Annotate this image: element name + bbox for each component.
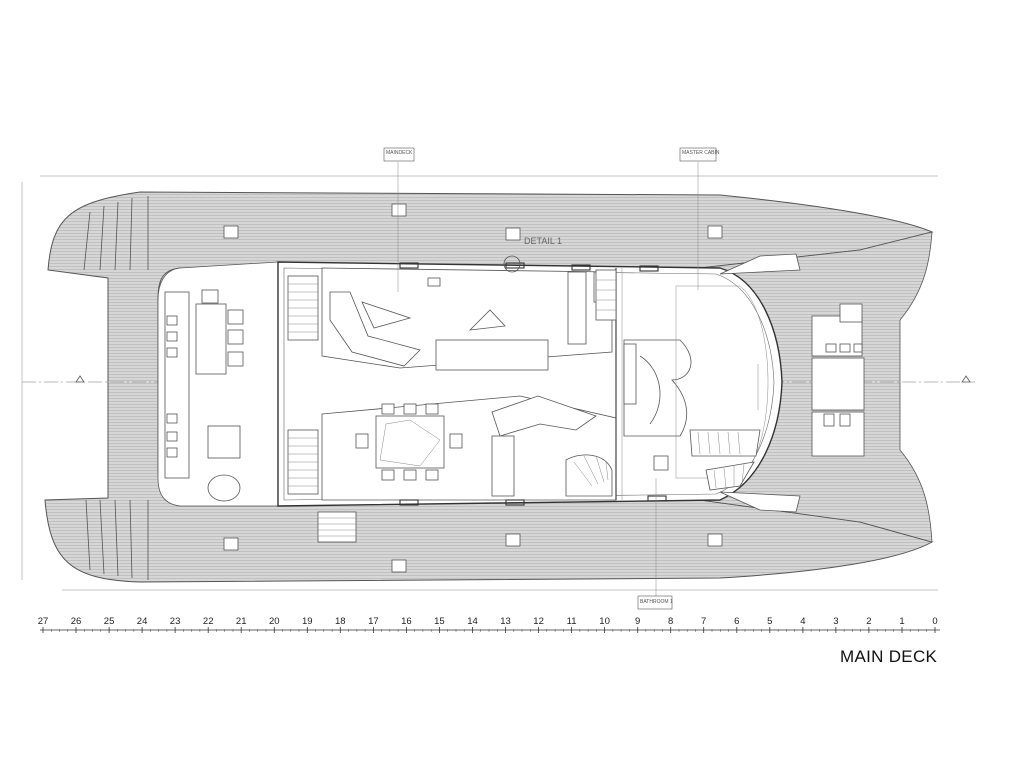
master-ensuite-stairs (689, 429, 761, 457)
forward-stairs-port-steps (596, 279, 616, 311)
scale-label-25: 25 (104, 616, 115, 627)
scale-label-7: 7 (701, 616, 706, 627)
scale-label-8: 8 (668, 616, 673, 627)
galley-island-triangle (361, 301, 412, 329)
galley-tall-unit (567, 271, 587, 345)
scale-label-19: 19 (302, 616, 313, 627)
bow-spar-bottom (719, 491, 801, 513)
transom-steps-top (83, 196, 149, 271)
window-frames (399, 262, 667, 506)
bathroom-fan-lines (713, 463, 745, 489)
scale-label-23: 23 (170, 616, 181, 627)
galley-sofa (435, 339, 549, 371)
master-ensuite-stairs-steps (697, 431, 741, 455)
scale-label-13: 13 (500, 616, 511, 627)
dining-table (375, 415, 445, 469)
scale-label-21: 21 (236, 616, 247, 627)
master-cabin-tag-box (679, 147, 717, 162)
scale-label-14: 14 (467, 616, 478, 627)
scale-label-5: 5 (767, 616, 772, 627)
scale-label-3: 3 (833, 616, 838, 627)
master-cabin-tag: MASTER CABIN (682, 150, 720, 156)
scale-label-20: 20 (269, 616, 280, 627)
scale-label-17: 17 (368, 616, 379, 627)
detail-tag: DETAIL 1 (524, 236, 562, 246)
scale-label-10: 10 (599, 616, 610, 627)
dining-chairs (355, 403, 463, 481)
aft-table (195, 303, 227, 375)
scale-label-0: 0 (932, 616, 937, 627)
lounge-cabinet (491, 435, 515, 497)
centerline-marker-right (961, 375, 971, 383)
drawing-title: MAIN DECK (840, 647, 938, 666)
detail-marker (503, 255, 521, 273)
boarding-steps (317, 511, 357, 543)
bathroom-tag: BATHROOM 1 (640, 599, 673, 605)
aft-side-table (207, 425, 241, 459)
scale-label-2: 2 (866, 616, 871, 627)
scale-label-22: 22 (203, 616, 214, 627)
forward-stairs-port (595, 269, 617, 321)
bathroom-fan-shape (705, 461, 755, 491)
scale-label-4: 4 (800, 616, 805, 627)
spiral-stair (565, 454, 613, 497)
scale-label-11: 11 (567, 616, 577, 627)
galley-l-counter (329, 291, 421, 367)
foredeck-sunpad-2 (811, 411, 865, 457)
scale-label-15: 15 (434, 616, 445, 627)
stairs-starboard (287, 429, 319, 495)
foredeck-sunpad (811, 357, 865, 411)
bathroom-toilet (653, 455, 669, 471)
centerline-marker-left (75, 375, 85, 383)
scale-label-16: 16 (401, 616, 412, 627)
aft-stool-3 (227, 329, 244, 345)
master-cabin-wall (623, 339, 692, 437)
bow-spar-top (719, 253, 801, 275)
scale-label-24: 24 (137, 616, 148, 627)
scale-label-26: 26 (71, 616, 82, 627)
foredeck-hatch (839, 303, 863, 323)
galley-island-triangle-2 (468, 309, 506, 331)
stairs-port (287, 275, 319, 341)
scale-label-18: 18 (335, 616, 346, 627)
bathroom-tag-box (637, 595, 673, 610)
dining-table-top (379, 419, 441, 467)
scale-label-6: 6 (734, 616, 739, 627)
aft-stool-1 (201, 289, 219, 304)
maindeck-tag-box (383, 147, 415, 162)
master-cabin-curve (639, 355, 661, 425)
master-wardrobe (623, 343, 637, 405)
foredeck-cushions (823, 343, 863, 427)
transom-steps-bottom (85, 499, 149, 580)
aft-stool-2 (227, 309, 244, 325)
scale-label-1: 1 (899, 616, 904, 627)
scale-label-9: 9 (635, 616, 640, 627)
deck-hatches (223, 203, 723, 573)
aft-cushions (166, 315, 178, 458)
galley-sink (427, 277, 441, 287)
aft-stool-4 (227, 351, 244, 367)
scale-label-27: 27 (38, 616, 49, 627)
maindeck-tag: MAINDECK (386, 150, 413, 156)
aft-round-table (207, 474, 241, 502)
scale-label-12: 12 (533, 616, 544, 627)
spiral-stair-steps (573, 455, 609, 487)
